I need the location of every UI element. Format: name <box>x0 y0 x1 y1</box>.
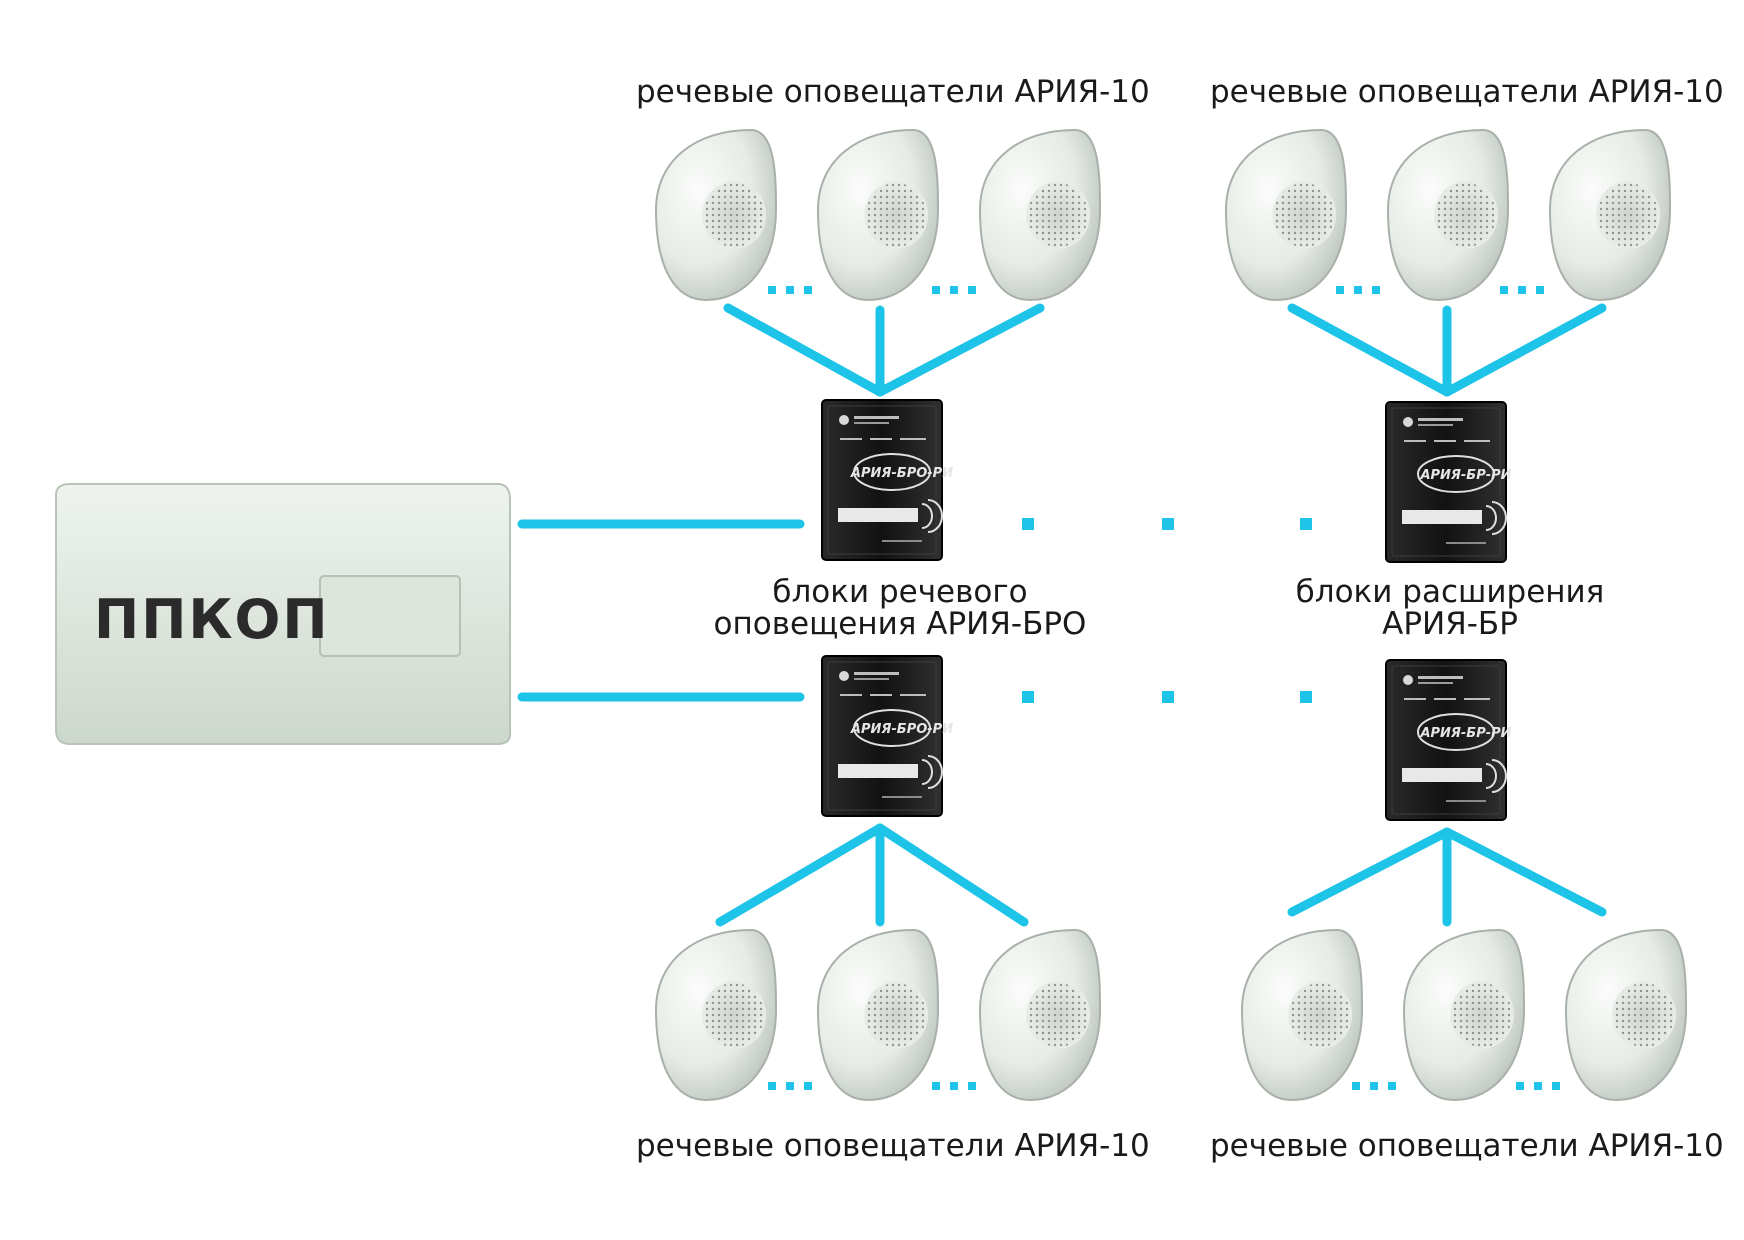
control-panel-box <box>55 483 511 745</box>
speakers-top-left-label: речевые оповещатели АРИЯ-10 <box>636 74 1150 110</box>
speakers-bottom-right-label: речевые оповещатели АРИЯ-10 <box>1210 1128 1724 1164</box>
svg-text:АРИЯ-БРО-РИ: АРИЯ-БРО-РИ <box>850 722 953 737</box>
panel-display-window <box>319 575 461 657</box>
speakers-top-right-label: речевые оповещатели АРИЯ-10 <box>1210 74 1724 110</box>
br-label-line1: блоки расширения <box>1295 574 1605 610</box>
bro-label-line2: оповещения АРИЯ-БРО <box>713 606 1087 642</box>
device-br-top: АРИЯ-БР-РИ <box>1385 401 1512 563</box>
speaker-group-top-right <box>1225 129 1671 301</box>
connection-lines <box>517 303 1607 927</box>
svg-text:АРИЯ-БР-РИ: АРИЯ-БР-РИ <box>1419 468 1511 483</box>
br-label-line2: АРИЯ-БР <box>1382 606 1518 642</box>
speakers-bottom-left-label: речевые оповещатели АРИЯ-10 <box>636 1128 1150 1164</box>
continuation-dots <box>1022 518 1312 703</box>
svg-text:АРИЯ-БР-РИ: АРИЯ-БР-РИ <box>1419 726 1511 741</box>
svg-text:АРИЯ-БРО-РИ: АРИЯ-БРО-РИ <box>850 466 953 481</box>
device-br-bottom: АРИЯ-БР-РИ <box>1385 659 1512 821</box>
speaker-group-bottom-left <box>655 929 1101 1101</box>
device-bro-bottom: АРИЯ-БРО-РИ <box>821 655 953 817</box>
control-panel-label: ППКОП <box>94 588 330 651</box>
bro-label-line1: блоки речевого <box>772 574 1028 610</box>
speaker-ellipsis-dots <box>768 286 1560 1090</box>
speaker-group-bottom-right <box>1241 929 1687 1101</box>
speaker-group-top-left <box>655 129 1101 301</box>
device-bro-top: АРИЯ-БРО-РИ <box>821 399 953 561</box>
